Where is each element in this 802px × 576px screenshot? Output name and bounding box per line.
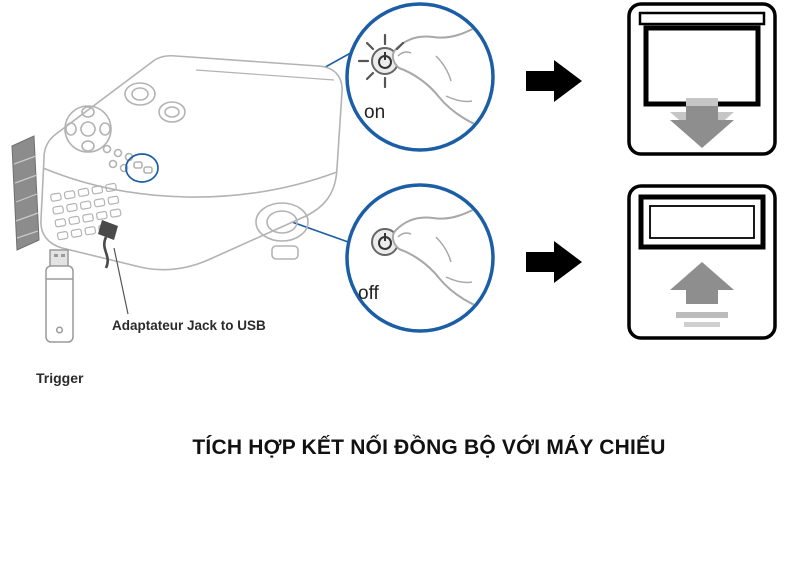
projection-screen-down-icon: [627, 2, 777, 156]
callout-off: [345, 183, 495, 333]
right-arrow-icon-top: [526, 60, 582, 102]
callout-on: [345, 2, 495, 152]
projector-lens: [255, 202, 309, 242]
motion-line: [684, 322, 720, 327]
projection-screen-up-icon: [627, 184, 777, 340]
motion-line: [676, 312, 728, 318]
down-arrow-icon: [670, 106, 734, 148]
projector-foot: [271, 245, 299, 260]
control-dpad: [64, 105, 112, 153]
jack-plug-icon: [98, 220, 118, 269]
label-on: on: [364, 102, 386, 123]
power-on-button-icon: [371, 47, 399, 75]
adapter-label: Adaptateur Jack to USB: [112, 318, 266, 333]
front-vents: [50, 182, 122, 241]
projector-illustration: [40, 54, 343, 271]
power-button-highlight-circle: [125, 153, 159, 183]
trigger-label: Trigger: [36, 370, 84, 386]
adapter-label-line: [113, 247, 129, 315]
projector-face-edge: [42, 167, 338, 198]
lens-rings: [124, 82, 186, 123]
right-arrow-icon-bottom: [526, 241, 582, 283]
power-rays: [357, 33, 405, 89]
caption-title: TÍCH HỢP KẾT NỐI ĐỒNG BỘ VỚI MÁY CHIẾU: [192, 436, 666, 459]
usb-dongle-icon: [45, 249, 74, 343]
label-off: off: [358, 283, 379, 304]
up-arrow-icon: [670, 262, 734, 304]
side-vent-grille: [11, 135, 40, 251]
